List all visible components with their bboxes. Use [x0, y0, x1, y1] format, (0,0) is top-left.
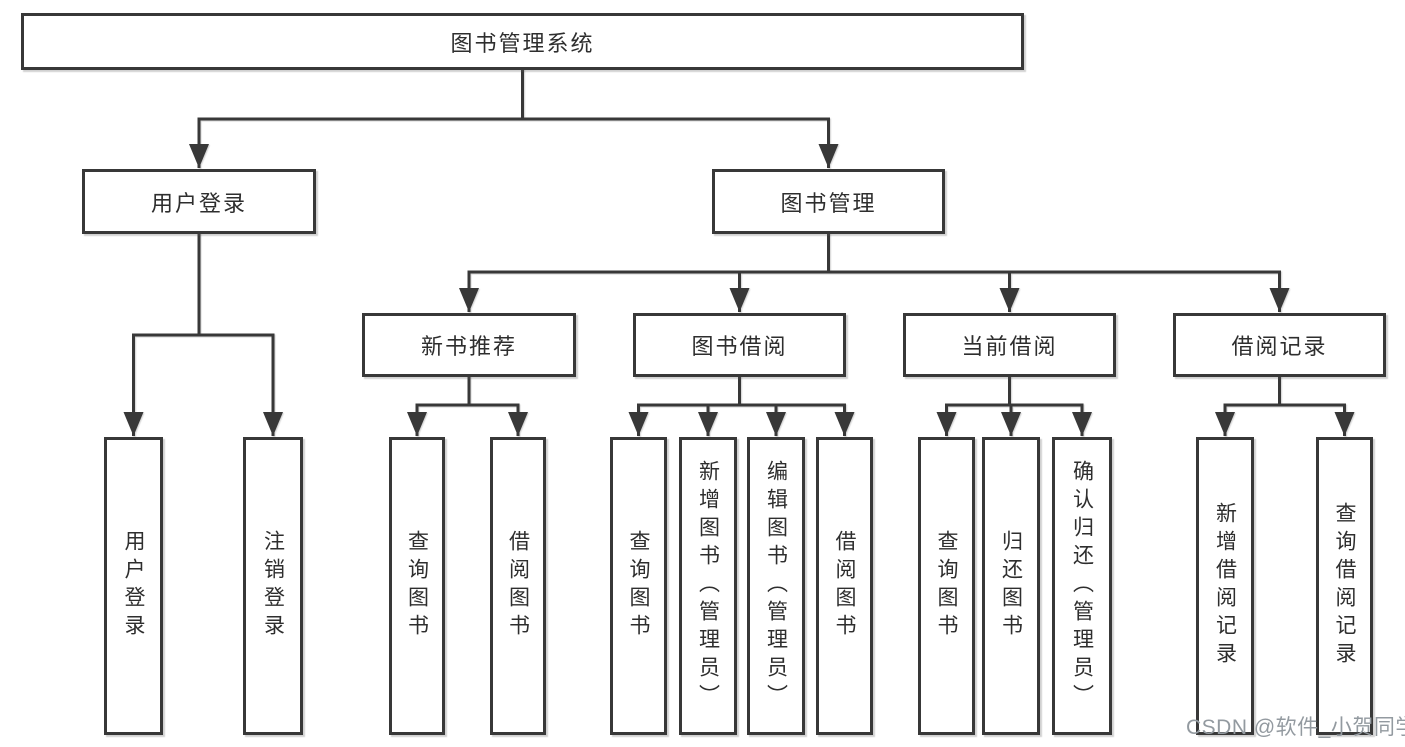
leaf-add-borrow-record: 新增借阅记录	[1196, 437, 1254, 735]
node-user-login: 用户登录	[82, 169, 316, 234]
leaf-confirm-return-admin: 确认归还（管理员）	[1052, 437, 1112, 735]
leaf-add-book-admin: 新增图书（管理员）	[679, 437, 737, 735]
node-new-book-recommend: 新书推荐	[362, 313, 576, 377]
leaf-user-login: 用户登录	[104, 437, 163, 735]
leaf-query-borrow-record: 查询借阅记录	[1316, 437, 1373, 735]
node-borrowing-records: 借阅记录	[1173, 313, 1386, 377]
watermark: CSDN @软件_小贺同学	[1186, 716, 1405, 739]
leaf-query-books-current: 查询图书	[918, 437, 975, 735]
leaf-logout-login: 注销登录	[243, 437, 303, 735]
leaf-borrow-books-borrowing: 借阅图书	[816, 437, 873, 735]
node-current-borrowing: 当前借阅	[903, 313, 1116, 377]
leaf-borrow-books-recommend: 借阅图书	[490, 437, 546, 735]
node-book-borrowing: 图书借阅	[633, 313, 846, 377]
node-root: 图书管理系统	[21, 13, 1024, 70]
leaf-return-book: 归还图书	[982, 437, 1040, 735]
node-book-mgmt: 图书管理	[712, 169, 945, 234]
leaf-query-books-borrowing: 查询图书	[610, 437, 667, 735]
leaf-query-books-recommend: 查询图书	[389, 437, 445, 735]
leaf-edit-book-admin: 编辑图书（管理员）	[747, 437, 805, 735]
connector-trunks	[132, 68, 1346, 407]
